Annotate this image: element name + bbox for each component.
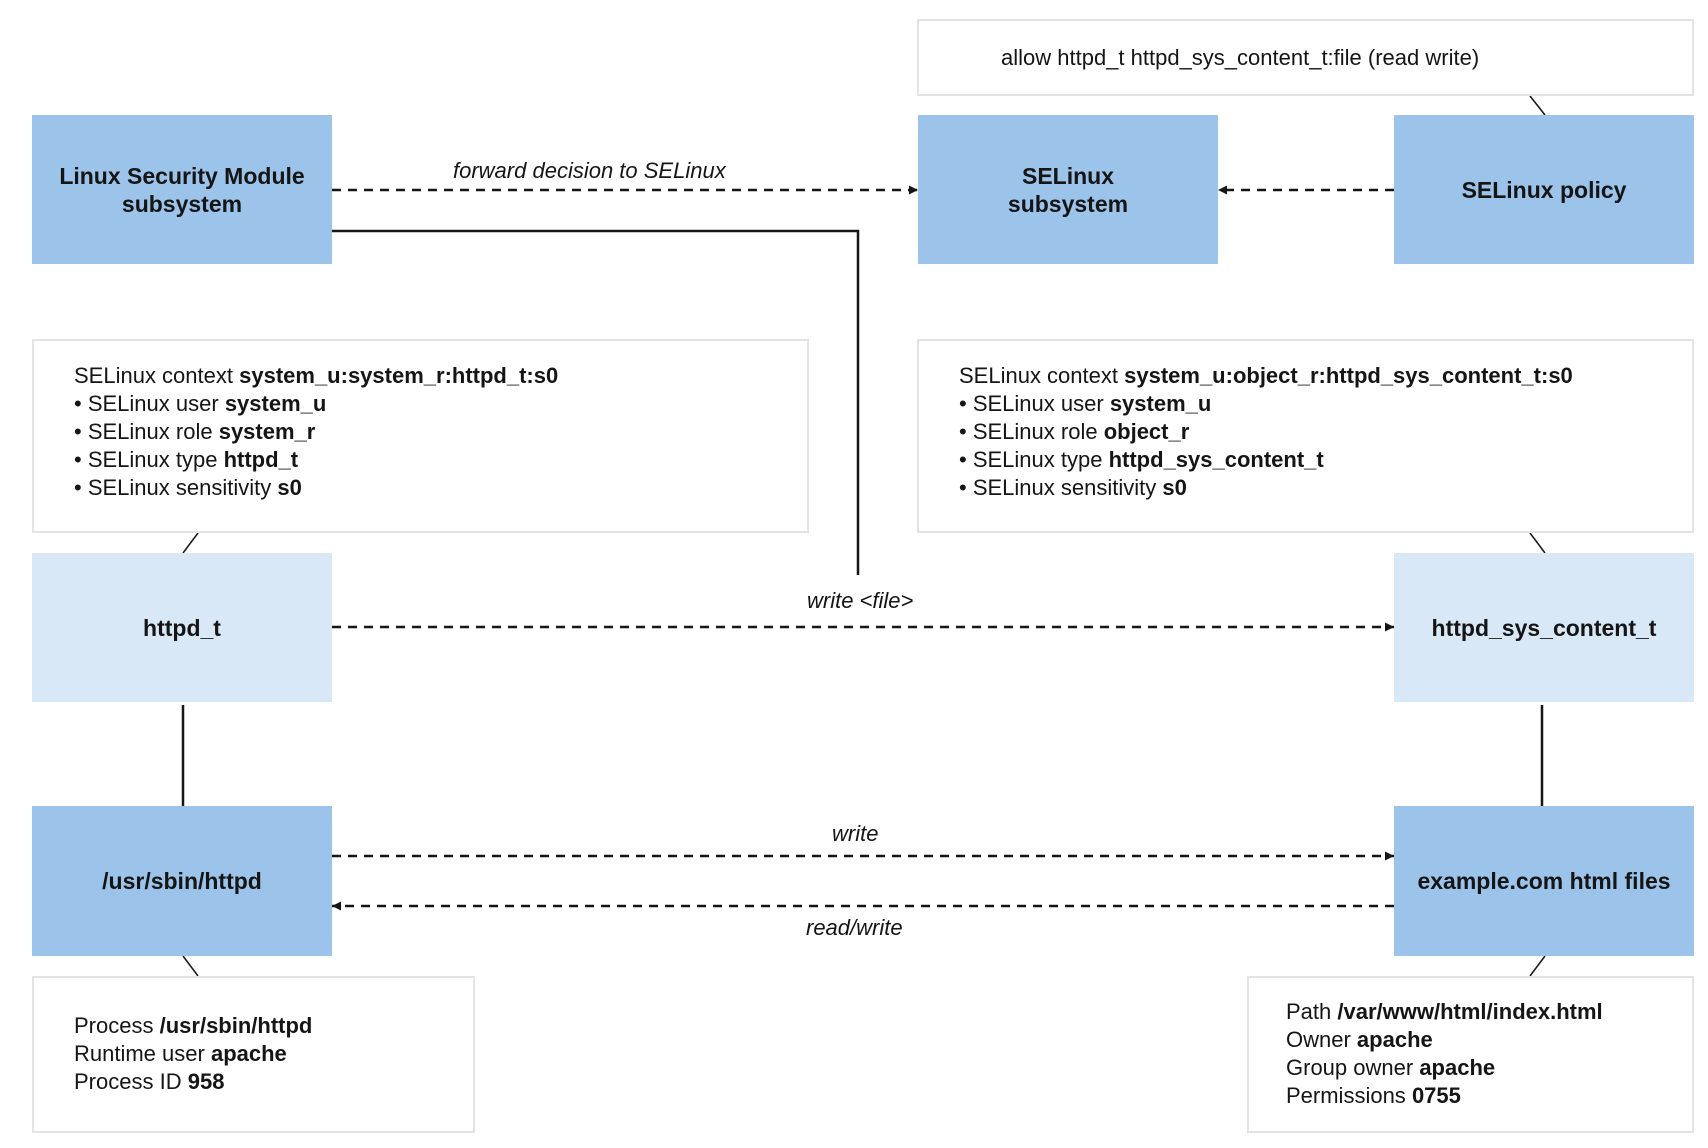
process-info-user: Runtime user apache [74, 1041, 287, 1066]
file-info-permissions: Permissions 0755 [1286, 1083, 1461, 1108]
html-files-box: example.com html files [1394, 806, 1694, 956]
process-context-callout-line [182, 532, 199, 554]
process-context-title: SELinux context system_u:system_r:httpd_… [74, 363, 559, 388]
process-context-user: • SELinux user system_u [74, 391, 327, 416]
write-file-label: write <file> [807, 588, 914, 613]
process-info-process: Process /usr/sbin/httpd [74, 1013, 313, 1038]
file-info-note: Path /var/www/html/index.html Owner apac… [1247, 976, 1694, 1133]
read-write-label: read/write [806, 915, 903, 940]
httpd-binary-box: /usr/sbin/httpd [32, 806, 332, 956]
file-context-callout-line [1529, 532, 1546, 554]
process-info-callout-line [182, 955, 199, 977]
policy-callout-line [1529, 95, 1546, 116]
policy-rule-note: allow httpd_t httpd_sys_content_t:file (… [917, 19, 1694, 96]
lsm-subsystem-box: Linux Security Module subsystem [32, 115, 332, 264]
process-context-type: • SELinux type httpd_t [74, 447, 299, 472]
file-info-owner: Owner apache [1286, 1027, 1433, 1052]
process-context-note: SELinux context system_u:system_r:httpd_… [32, 339, 809, 533]
process-context-role: • SELinux role system_r [74, 419, 316, 444]
file-info-path: Path /var/www/html/index.html [1286, 999, 1603, 1024]
file-info-callout-line [1529, 955, 1546, 977]
file-context-role: • SELinux role object_r [959, 419, 1190, 444]
process-context-sensitivity: • SELinux sensitivity s0 [74, 475, 302, 500]
policy-rule-text: allow httpd_t httpd_sys_content_t:file (… [1001, 44, 1480, 70]
file-context-note: SELinux context system_u:object_r:httpd_… [917, 339, 1694, 533]
file-context-sensitivity: • SELinux sensitivity s0 [959, 475, 1187, 500]
file-context-type: • SELinux type httpd_sys_content_t [959, 447, 1324, 472]
process-info-note: Process /usr/sbin/httpd Runtime user apa… [32, 976, 475, 1133]
httpd-sys-content-t-box: httpd_sys_content_t [1394, 553, 1694, 702]
selinux-policy-box: SELinux policy [1394, 115, 1694, 264]
file-context-user: • SELinux user system_u [959, 391, 1212, 416]
write-label: write [832, 821, 879, 846]
file-info-group: Group owner apache [1286, 1055, 1496, 1080]
file-context-title: SELinux context system_u:object_r:httpd_… [959, 363, 1573, 388]
httpd-t-box: httpd_t [32, 553, 332, 702]
forward-decision-label: forward decision to SELinux [453, 158, 726, 183]
lsm-to-write-connector [332, 229, 860, 575]
process-info-pid: Process ID 958 [74, 1069, 225, 1094]
selinux-subsystem-box: SELinux subsystem [918, 115, 1218, 264]
